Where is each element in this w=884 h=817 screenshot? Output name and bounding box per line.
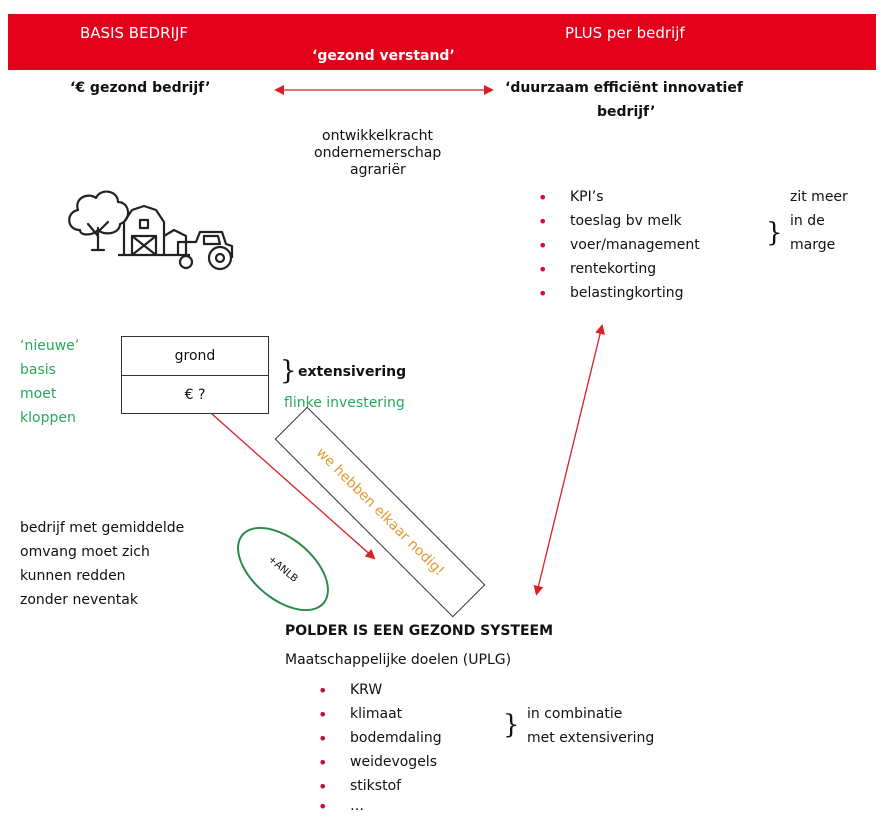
bullet: •: [318, 753, 328, 772]
plus-note-3: marge: [790, 237, 836, 253]
anlb-label: +ANLB: [265, 553, 300, 585]
header-banner: [8, 14, 876, 70]
tractor-icon: [176, 230, 234, 271]
bullet: •: [318, 681, 328, 700]
bullet: •: [538, 284, 548, 303]
bullet: •: [538, 260, 548, 279]
goals-brace-icon: }: [503, 710, 520, 740]
banner-right-title: PLUS per bedrijf: [565, 24, 685, 42]
goal-item-1: KRW: [350, 682, 383, 698]
polder-title: POLDER IS EEN GEZOND SYSTEEM: [285, 623, 554, 639]
left-note-4: zonder neventak: [20, 592, 138, 608]
green-note-2: basis: [20, 362, 56, 378]
box-grond: grond: [121, 336, 269, 376]
bullet: •: [538, 236, 548, 255]
bullet: •: [318, 777, 328, 796]
plus-item-4: rentekorting: [570, 261, 657, 277]
plus-item-1: KPI’s: [570, 189, 604, 205]
plus-item-3: voer/management: [570, 237, 700, 253]
right-heading-line1: ‘duurzaam efficiënt innovatief: [505, 80, 743, 96]
barn-icon: [118, 204, 190, 257]
goals-note-1: in combinatie: [527, 706, 623, 722]
green-note-3: moet: [20, 386, 57, 402]
right-heading-line2: bedrijf’: [597, 104, 656, 120]
tree-icon: [68, 190, 130, 252]
center-word-2: ondernemerschap: [314, 145, 442, 161]
plus-note-1: zit meer: [790, 189, 848, 205]
polder-subtitle: Maatschappelijke doelen (UPLG): [285, 652, 512, 668]
center-word-1: ontwikkelkracht: [322, 128, 433, 144]
plus-brace-icon: }: [766, 218, 783, 248]
left-note-2: omvang moet zich: [20, 544, 150, 560]
vertical-double-arrow: [533, 324, 605, 596]
left-note-1: bedrijf met gemiddelde: [20, 520, 185, 536]
left-note-3: kunnen redden: [20, 568, 126, 584]
bullet: •: [538, 212, 548, 231]
plus-item-2: toeslag bv melk: [570, 213, 682, 229]
extensivering-brace-icon: }: [280, 356, 297, 386]
left-heading: ‘€ gezond bedrijf’: [70, 80, 211, 96]
bullet: •: [318, 797, 328, 816]
goal-item-6: …: [350, 798, 364, 814]
plus-note-2: in de: [790, 213, 825, 229]
banner-center-label: ‘gezond verstand’: [312, 48, 455, 64]
bullet: •: [318, 705, 328, 724]
goal-item-5: stikstof: [350, 778, 402, 794]
goal-item-2: klimaat: [350, 706, 403, 722]
goal-item-3: bodemdaling: [350, 730, 442, 746]
green-note-4: kloppen: [20, 410, 76, 426]
center-word-3: agrariër: [350, 162, 406, 178]
goal-item-4: weidevogels: [350, 754, 437, 770]
goals-note-2: met extensivering: [527, 730, 655, 746]
plus-item-5: belastingkorting: [570, 285, 684, 301]
bullet: •: [538, 188, 548, 207]
bullet: •: [318, 729, 328, 748]
flinke-investering-label: flinke investering: [284, 395, 405, 411]
green-note-1: ‘nieuwe’: [20, 338, 80, 354]
banner-left-title: BASIS BEDRIJF: [80, 24, 189, 42]
diagonal-arrow: [211, 413, 376, 560]
extensivering-label: extensivering: [298, 364, 407, 380]
box-money: € ?: [121, 375, 269, 414]
